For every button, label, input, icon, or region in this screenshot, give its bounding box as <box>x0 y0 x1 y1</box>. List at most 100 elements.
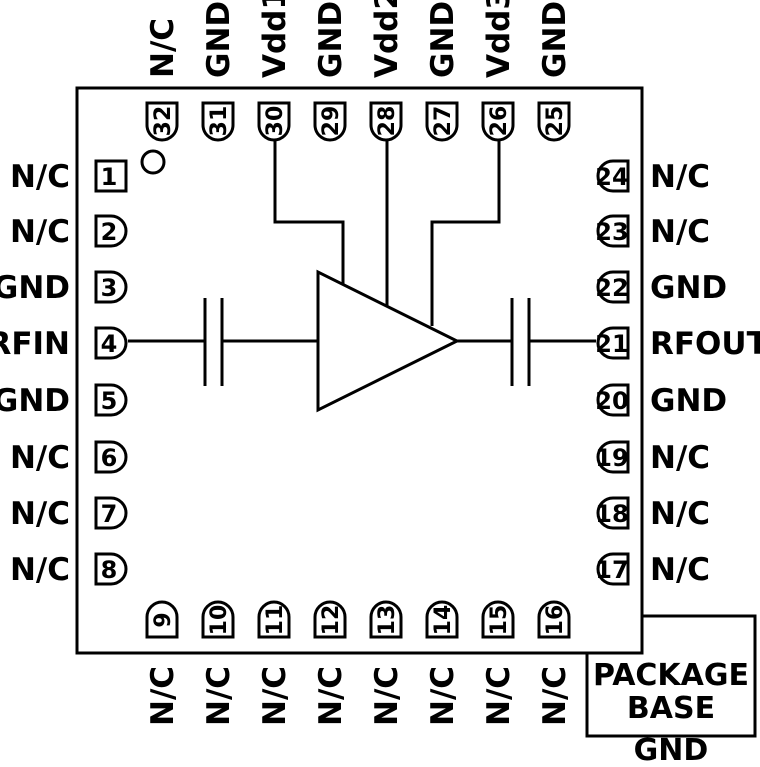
pin-pad <box>145 101 179 142</box>
pin-pad <box>94 270 128 304</box>
bottom-pin-13: 13N/C <box>369 600 405 726</box>
pin-label: N/C <box>201 666 237 726</box>
pin-pad <box>201 600 235 639</box>
pin-number: 28 <box>375 106 400 137</box>
pin-number: 18 <box>595 500 628 528</box>
pin-label: GND <box>650 383 727 419</box>
pin-number: 14 <box>431 605 456 636</box>
pin-number: 21 <box>595 330 628 358</box>
pin-pad <box>369 600 403 639</box>
pin-pad-square <box>94 159 128 193</box>
pin-label: N/C <box>145 18 181 78</box>
left-pin-1: 1N/C <box>10 159 128 195</box>
pin-label: Vdd2 <box>369 0 405 78</box>
pin-number: 1 <box>101 163 118 191</box>
package-base-label-line1: PACKAGE <box>593 658 749 693</box>
pin-pad <box>425 600 459 639</box>
top-pin-30: 30 Vdd1 <box>257 0 293 142</box>
pin-pad <box>94 552 128 586</box>
pin-pad <box>596 214 630 248</box>
left-pin-5: 5 GND <box>0 383 128 419</box>
pin-pad <box>537 600 571 639</box>
pin-label: GND <box>537 1 573 78</box>
pin-number: 24 <box>595 163 628 191</box>
pin-label: RFIN <box>0 326 70 362</box>
pin-number: 17 <box>595 556 628 584</box>
left-pin-8: 8 N/C <box>10 552 128 588</box>
pin-number: 9 <box>151 612 176 627</box>
right-pin-22: 22 GND <box>595 270 727 306</box>
pin-number: 25 <box>543 106 568 137</box>
bottom-pin-12: 12N/C <box>313 600 349 726</box>
pin-pad <box>425 101 459 142</box>
top-pin-25: 25 GND <box>537 1 573 142</box>
pin-number: 7 <box>101 500 118 528</box>
pin-number: 8 <box>101 556 118 584</box>
pin-pad <box>94 440 128 474</box>
pin-label: N/C <box>650 552 710 588</box>
pin-label: Vdd3 <box>481 0 517 78</box>
pin-number: 4 <box>101 330 118 358</box>
pin-pad <box>537 101 571 142</box>
pin-pad <box>313 600 347 639</box>
pin-number: 11 <box>263 605 288 636</box>
bottom-pin-9: 9N/C <box>145 600 181 726</box>
pin-pad <box>94 496 128 530</box>
pin-pad <box>596 552 630 586</box>
pin-number: 30 <box>263 106 288 137</box>
pin-pad <box>94 214 128 248</box>
vdd3-trace <box>430 140 501 326</box>
pin-pad <box>94 326 128 360</box>
pin-number: 22 <box>595 274 628 302</box>
pin-label: Vdd1 <box>257 0 293 78</box>
pin-pad <box>596 326 630 360</box>
pin-number: 3 <box>101 274 118 302</box>
pin-number: 5 <box>101 387 118 415</box>
pin-number: 6 <box>101 444 118 472</box>
pin-label: N/C <box>257 666 293 726</box>
pin-label: N/C <box>425 666 461 726</box>
pin-label: GND <box>650 270 727 306</box>
pin-pad <box>481 101 515 142</box>
pin-number: 32 <box>151 106 176 137</box>
bottom-pin-10: 10N/C <box>201 600 237 726</box>
bottom-pin-15: 15N/C <box>481 600 517 726</box>
bottom-pin-11: 11N/C <box>257 600 293 726</box>
pin-pad <box>94 383 128 417</box>
pin-label: N/C <box>10 552 70 588</box>
pin-label: GND <box>313 1 349 78</box>
pin-pad <box>201 101 235 142</box>
pin-label: N/C <box>650 214 710 250</box>
pin-number: 2 <box>101 218 118 246</box>
pin-pad <box>257 600 291 639</box>
pin-number: 19 <box>595 444 628 472</box>
right-pin-24: 24 N/C <box>595 159 710 195</box>
pin-pad <box>481 600 515 639</box>
pin-label: N/C <box>537 666 573 726</box>
pin-number: 15 <box>487 605 512 636</box>
left-pin-group: 1N/C2N/C3GND4RFIN5GND6N/C7N/C8N/C <box>0 159 128 588</box>
pin-label: GND <box>0 383 70 419</box>
pin-number: 23 <box>595 218 628 246</box>
pin-label: N/C <box>650 159 710 195</box>
package-outline <box>75 86 644 655</box>
right-pin-17: 17 N/C <box>595 552 710 588</box>
left-pin-7: 7 N/C <box>10 496 128 532</box>
pin-number: 10 <box>207 605 232 636</box>
top-pin-32: 32 N/C <box>145 18 181 142</box>
pin-pad <box>369 101 403 142</box>
pin-label: N/C <box>10 496 70 532</box>
pin-label: N/C <box>10 440 70 476</box>
pin-pad <box>596 440 630 474</box>
pin1-indicator-circle <box>140 149 166 175</box>
package-base-label-line2: BASE <box>627 691 715 726</box>
